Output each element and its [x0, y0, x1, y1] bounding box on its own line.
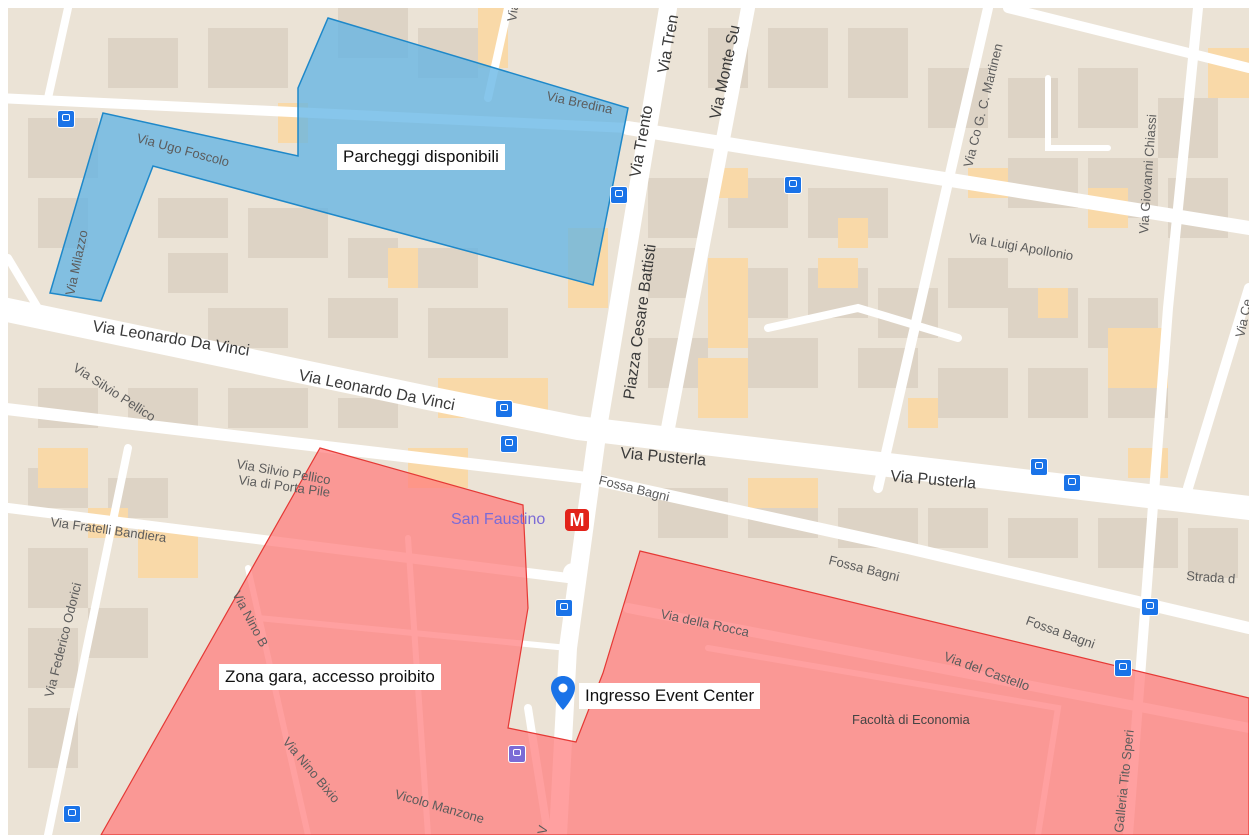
bus-stop-icon[interactable]: [610, 186, 628, 204]
university-label: Facoltà di Economia: [852, 712, 970, 727]
bus-stop-icon[interactable]: [495, 400, 513, 418]
bus-stop-icon[interactable]: [784, 176, 802, 194]
restricted-zone-label: Zona gara, accesso proibito: [219, 664, 441, 690]
bus-stop-icon[interactable]: [1063, 474, 1081, 492]
bus-stop-icon[interactable]: [500, 435, 518, 453]
map-pin-icon[interactable]: [551, 676, 575, 710]
street-label: Strada d: [1186, 568, 1236, 586]
parking-zone-label: Parcheggi disponibili: [337, 144, 505, 170]
event-center-label: Ingresso Event Center: [579, 683, 761, 709]
map-view[interactable]: Via Ugo Foscolo Via Milazzo Via Bredina …: [8, 8, 1249, 835]
bus-stop-icon[interactable]: [57, 110, 75, 128]
roundabout: [563, 563, 583, 583]
bus-stop-icon[interactable]: [1114, 659, 1132, 677]
map-canvas[interactable]: Via Ugo Foscolo Via Milazzo Via Bredina …: [8, 8, 1249, 835]
street-label: V: [534, 824, 551, 835]
bus-stop-icon[interactable]: [555, 599, 573, 617]
bus-stop-icon[interactable]: [1141, 598, 1159, 616]
restricted-zone[interactable]: [100, 447, 1249, 835]
street-label: Via: [504, 8, 522, 22]
metro-icon[interactable]: M: [565, 509, 589, 531]
bus-stop-icon[interactable]: [508, 745, 526, 763]
bus-stop-icon[interactable]: [63, 805, 81, 823]
bus-stop-icon[interactable]: [1030, 458, 1048, 476]
metro-station-name: San Faustino: [451, 511, 546, 528]
